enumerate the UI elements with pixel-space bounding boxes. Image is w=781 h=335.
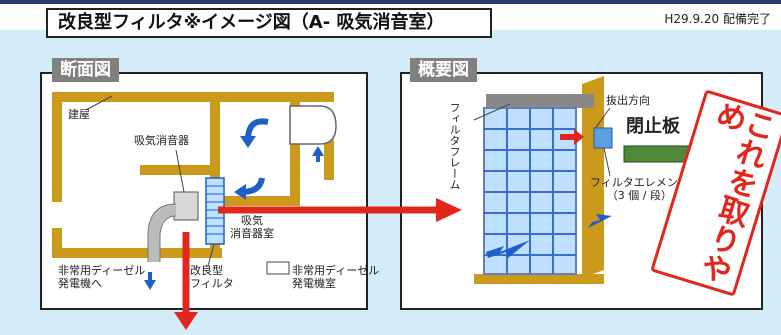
element-leader	[603, 147, 611, 177]
silencer-leader	[175, 149, 185, 193]
extraction-label: 抜出方向	[606, 94, 650, 107]
down-arrowhead	[174, 312, 198, 330]
generator-label: 非常用ディーゼル 発電機へ	[58, 264, 146, 290]
silencer-label: 吸気消音器	[134, 134, 189, 147]
filter-label: 改良型 フィルタ	[190, 264, 234, 290]
top-bar	[0, 0, 781, 4]
filter-element-box	[593, 127, 613, 149]
filter-leader	[207, 243, 215, 267]
filter-frame-top	[486, 94, 594, 108]
flow-arrow-left	[486, 240, 530, 258]
right-wall	[290, 100, 300, 206]
airflow-arrow-down	[144, 272, 156, 290]
overview-wall	[582, 76, 604, 278]
duct-floor	[218, 196, 296, 206]
outer-right-wall	[324, 140, 334, 180]
filter-element-label: フィルタエレメント （3 個 / 段）	[590, 176, 689, 202]
section-view-label: 断面図	[52, 58, 119, 82]
left-wall-lower	[52, 228, 62, 258]
intake-hood	[289, 105, 337, 145]
blocking-plate-label: 閉止板	[626, 116, 680, 137]
airflow-arrow-up	[312, 146, 324, 162]
frame-leader	[473, 103, 511, 121]
filter-frame-label: フィルタフレーム	[448, 102, 461, 190]
overview-label: 概要図	[410, 58, 477, 82]
outer-wall-upper	[298, 92, 334, 102]
page-title: 改良型フィルタ※イメージ図（A- 吸気消音室）	[46, 8, 492, 38]
building-label: 建屋	[68, 108, 90, 121]
overview-wall-base	[474, 274, 604, 284]
duct-elbow-outline	[147, 203, 177, 262]
generator-room-marker	[266, 261, 290, 275]
room-ceiling	[140, 165, 215, 175]
ground-slab	[52, 248, 222, 258]
connector-arrowhead	[436, 198, 462, 222]
airflow-arrowhead-upper	[240, 136, 256, 148]
extraction-leader	[593, 107, 611, 131]
silencer-room-label: 吸気 消音器室	[230, 214, 274, 240]
deployment-date: H29.9.20 配備完了	[664, 12, 771, 26]
airflow-arrowhead-middle	[234, 184, 246, 200]
extraction-arrow	[560, 129, 584, 145]
flow-arrow-right	[588, 214, 612, 228]
roof-wall	[52, 92, 302, 102]
building-leader	[85, 95, 113, 111]
blocking-plate	[623, 145, 689, 163]
silencer-box	[173, 191, 199, 221]
left-wall-upper	[52, 92, 62, 202]
duct-elbow	[148, 204, 177, 262]
bottom-band	[0, 325, 360, 335]
inner-wall-upper	[210, 100, 220, 212]
generator-room-label: 非常用ディーゼル 発電機室	[292, 264, 380, 290]
